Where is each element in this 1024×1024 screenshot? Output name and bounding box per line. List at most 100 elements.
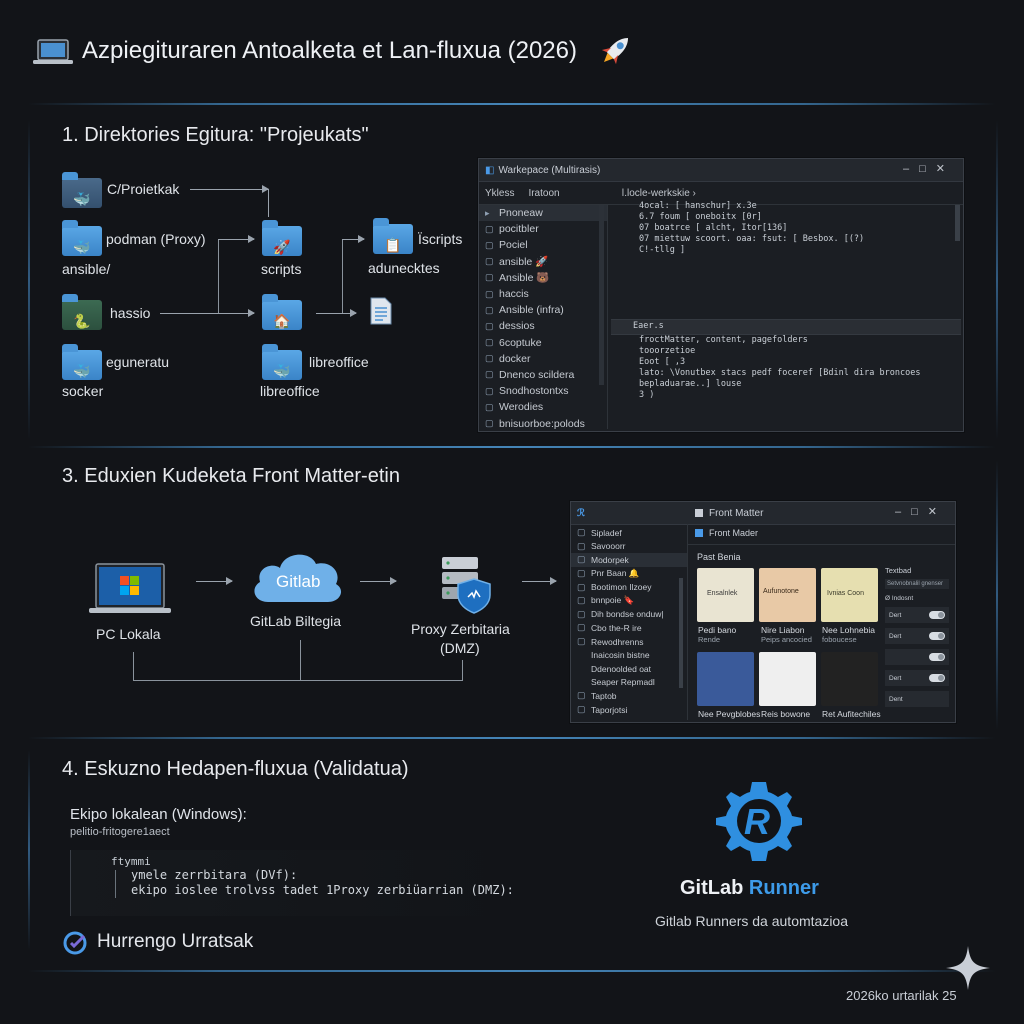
folder-icon: ▢ (485, 418, 494, 429)
code-line: C!-tllg ] (639, 245, 686, 255)
card-sub: Rende (698, 635, 721, 644)
svg-text:R: R (744, 801, 770, 842)
fm-sidebar-item[interactable]: Ddenoolded oat (571, 662, 687, 676)
sidebar-item[interactable]: ▢ 6coptuke (479, 335, 607, 351)
sidebar-item-label: 6coptuke (499, 336, 542, 349)
toggle-switch[interactable] (929, 632, 945, 640)
sidebar-item[interactable]: ▢Pociel (479, 237, 607, 253)
toggle-row[interactable]: Dert (885, 607, 949, 623)
document-icon (370, 297, 392, 325)
fm-sidebar-item[interactable]: ▢Cbo the-R ire (571, 621, 687, 635)
rocket-icon (596, 30, 636, 70)
fm-sidebar-item[interactable]: ▢Savooorr (571, 540, 687, 554)
code-line: 3 ) (639, 390, 655, 400)
workspace-window[interactable]: ◧ Warkepace (Multirasis) –□✕ Ykless Irat… (478, 158, 964, 432)
fm-sidebar-item[interactable]: ▢Dih bondse onduw| (571, 608, 687, 622)
pc-laptop-icon (88, 562, 172, 618)
sidebar-item[interactable]: ▢Ansible 🐻 (479, 270, 607, 286)
folder-hassio-icon: 🐍 (62, 294, 102, 330)
workspace-title: Warkepace (Multirasis) (498, 164, 601, 176)
post-card[interactable]: Ensalnlek (697, 568, 754, 622)
fm-sidebar-item[interactable]: ▢Sipladef (571, 526, 687, 540)
folder-icon: ▢ (485, 337, 494, 348)
toggle-row[interactable] (885, 649, 949, 665)
sidebar-item[interactable]: ▢Ansible (infra) (479, 302, 607, 318)
code-line-1: ftymmi (111, 855, 151, 868)
folder-icon: ▢ (485, 272, 494, 283)
fm-section-title: Past Benia (697, 552, 741, 562)
fm-sidebar-item[interactable]: ▢Rewodhrenns (571, 635, 687, 649)
fm-sidebar-item[interactable]: ▢Modorpek (571, 553, 687, 567)
sidebar-item-label: bnisuorboe:polods (499, 417, 585, 430)
sidebar-item[interactable]: ▢ bnisuorboe:polods (479, 415, 607, 431)
tab-3[interactable]: ǀ.locle-werkskie › (621, 187, 696, 199)
post-card[interactable]: Ivnias Coon (821, 568, 878, 622)
window-controls[interactable]: –□✕ (903, 163, 955, 175)
post-card[interactable]: Aufunotone (759, 568, 816, 622)
fm-sidebar-item[interactable]: ▢Taporjotsi (571, 703, 687, 717)
sidebar-item-label: Ansible (infra) (499, 304, 564, 317)
code-line: Eoot [ ,3 (639, 357, 686, 367)
fm-sidebar-item[interactable]: Inaicosin bistne (571, 648, 687, 662)
sidebar-item[interactable]: ▢haccis (479, 286, 607, 302)
toggle-row[interactable]: Dert (885, 628, 949, 644)
folder-icon: ▢ (485, 385, 494, 396)
pc-label: PC Lokala (96, 626, 161, 642)
item-icon: ▢ (577, 581, 586, 592)
tab-1[interactable]: Ykless (485, 187, 515, 199)
sidebar-item[interactable]: ▢Werodies (479, 399, 607, 415)
sidebar-item-label: Snodhostontxs (499, 385, 569, 398)
toggle-row[interactable]: Dent (885, 691, 949, 707)
footer-date: 2026ko urtarilak 25 (846, 988, 957, 1003)
code-line-3: ekipo ioslee trolvss tadet 1Proxy zerbiü… (131, 883, 514, 897)
toggle-row[interactable]: Dert (885, 670, 949, 686)
card-text: Ivnias Coon (827, 590, 864, 597)
toggle-switch[interactable] (929, 653, 945, 661)
arrow (268, 189, 269, 217)
node-libre-label: libreoffice (309, 354, 369, 370)
fm-sidebar-item[interactable]: ▢Pnr Baan 🔔 (571, 567, 687, 581)
gitlab-runner-logo-icon: R (716, 776, 802, 862)
fm-sidebar-item[interactable]: ▢Bootimon Ilzoey (571, 580, 687, 594)
node-ansible-label: ansible/ (62, 261, 111, 277)
fm-sidebar-item[interactable]: Seaper Repmadl (571, 676, 687, 690)
toggle-switch[interactable] (929, 674, 945, 682)
connector (133, 652, 134, 680)
item-icon: ▢ (577, 527, 586, 538)
sidebar-item[interactable]: ▢ansible 🚀 (479, 254, 607, 270)
arrow (196, 577, 233, 585)
folder-icon: ▢ (485, 369, 494, 380)
frontmatter-window[interactable]: ℛ Front Matter –□✕ ▢Sipladef▢Savooorr▢Mo… (570, 501, 956, 723)
runner-title-b: Runner (748, 877, 819, 899)
scrollbar[interactable] (679, 578, 683, 688)
sidebar-item[interactable]: ▢pocitbler (479, 221, 607, 237)
node-socker-label: socker (62, 383, 104, 399)
post-card[interactable] (759, 652, 816, 706)
workspace-titlebar: ◧ Warkepace (Multirasis) –□✕ (479, 159, 963, 182)
sidebar-item[interactable]: ▢ dessios (479, 318, 607, 334)
folder-icon: ▢ (485, 320, 494, 331)
sidebar-item-label: Dnenco scildera (499, 368, 575, 381)
post-card[interactable] (821, 652, 878, 706)
toggle-label: Dent (889, 695, 903, 703)
folder-icon: ▢ (485, 353, 494, 364)
sidebar-item-label: dessios (499, 320, 535, 333)
node-root-label: C/Proietkak (107, 181, 180, 197)
fm-sidebar-item[interactable]: ▢Taptob (571, 689, 687, 703)
ekipo-label: Ekipo lokalean (Windows): (70, 806, 247, 823)
fm-sidebar-item[interactable]: ▢bnnpoie 🔖 (571, 594, 687, 608)
sidebar-item[interactable]: ▸Pnoneaw (479, 205, 607, 222)
toggle-label: Dert (889, 611, 902, 619)
server-shield-icon (440, 555, 496, 615)
scrollbar[interactable] (599, 205, 604, 385)
scrollbar[interactable] (955, 205, 960, 241)
tab-2[interactable]: Iratoon (528, 187, 560, 199)
sidebar-item[interactable]: ▢ Snodhostontxs (479, 383, 607, 399)
window-controls[interactable]: –□✕ (895, 506, 947, 518)
post-card[interactable] (697, 652, 754, 706)
card-title: Nee Lohnebia (822, 625, 875, 635)
sidebar-item[interactable]: ▢ Dnenco scildera (479, 367, 607, 383)
sidebar-item[interactable]: ▢docker (479, 351, 607, 367)
toggle-switch[interactable] (929, 611, 945, 619)
